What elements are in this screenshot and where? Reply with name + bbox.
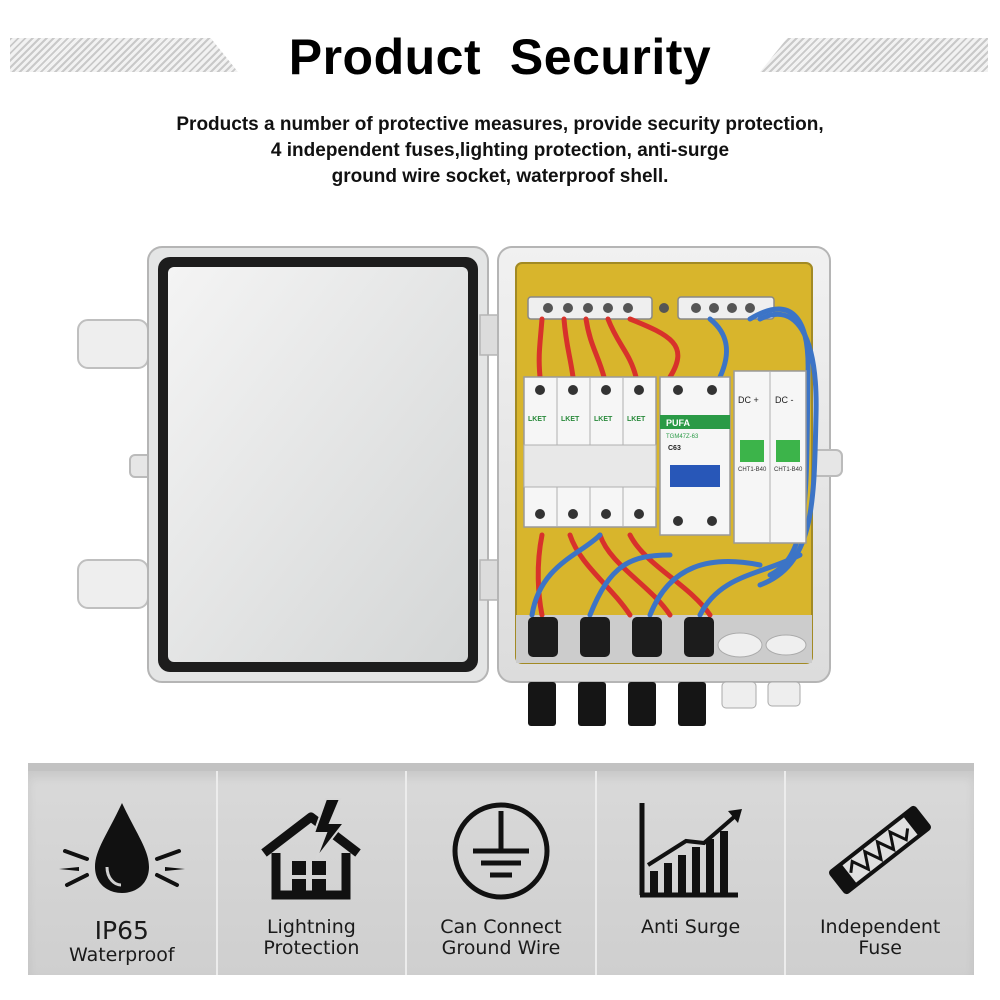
water-drop-icon (58, 803, 185, 893)
combiner-box-image: LKET LKET LKET LKET PUFA TGM47Z-63 C63 D… (77, 246, 843, 726)
fuse-brand-1: LKET (528, 416, 547, 423)
ground-symbol-icon (452, 802, 550, 900)
description-line-2: 4 independent fuses,lighting protection,… (270, 140, 730, 161)
description-line-3: ground wire socket, waterproof shell. (331, 166, 669, 187)
breaker-model: TGM47Z-63 (666, 434, 699, 440)
page-description: Products a number of protective measures… (0, 112, 1000, 190)
house-lightning-icon (261, 798, 362, 900)
enclosure-body: LKET LKET LKET LKET PUFA TGM47Z-63 C63 D… (497, 246, 843, 683)
fuse-brand-4: LKET (627, 416, 646, 423)
lid-clips (77, 319, 153, 609)
circuit-breaker: PUFA TGM47Z-63 C63 (659, 376, 731, 536)
description-line-1: Products a number of protective measures… (176, 114, 824, 135)
breaker-brand: PUFA (666, 418, 691, 428)
feature-lightning-line2: Protection (263, 937, 360, 959)
inner-connectors (528, 617, 714, 657)
feature-ground: Can Connect Ground Wire (407, 771, 597, 975)
feature-lightning-line1: Lightning (266, 916, 356, 938)
outer-connectors (528, 681, 801, 726)
feature-waterproof: IP65 Waterproof (28, 771, 218, 975)
feature-surge-line1: Anti Surge (641, 916, 741, 938)
spd-label-minus: DC - (775, 395, 794, 405)
page-title: Product Security (288, 29, 712, 85)
fuse-brand-3: LKET (594, 416, 613, 423)
feature-ground-line2: Ground Wire (441, 937, 561, 959)
feature-waterproof-line2: Waterproof (69, 944, 175, 966)
feature-fuse-line2: Fuse (858, 937, 902, 959)
feature-band: IP65 Waterproof Lightning Protection (28, 763, 974, 975)
enclosure-lid (147, 246, 503, 683)
feature-lightning: Lightning Protection (218, 771, 408, 975)
fuse-icon (829, 805, 932, 895)
feature-fuse-line1: Independent (819, 916, 941, 938)
header-hatch-right (760, 38, 988, 72)
header-hatch-left (10, 38, 238, 72)
feature-label: Can Connect Ground Wire (440, 917, 562, 959)
feature-surge: Anti Surge (597, 771, 787, 975)
rising-chart-icon (639, 803, 742, 898)
feature-label: Lightning Protection (263, 917, 359, 959)
fuse-holders: LKET LKET LKET LKET (523, 376, 657, 528)
feature-label: Anti Surge (641, 917, 740, 938)
feature-waterproof-line1: IP65 (94, 916, 149, 945)
spd-model-2: CHT1-B40 (774, 467, 803, 473)
spd-label-plus: DC + (738, 395, 759, 405)
feature-label: Independent Fuse (820, 917, 940, 959)
spd-model-1: CHT1-B40 (738, 467, 767, 473)
fuse-brand-2: LKET (561, 416, 580, 423)
feature-ground-line1: Can Connect (440, 916, 562, 938)
feature-label: IP65 Waterproof (69, 917, 175, 966)
surge-protectors: DC + DC - CHT1-B40 CHT1-B40 (733, 370, 807, 544)
feature-fuse: Independent Fuse (786, 771, 974, 975)
breaker-rating: C63 (668, 445, 681, 452)
